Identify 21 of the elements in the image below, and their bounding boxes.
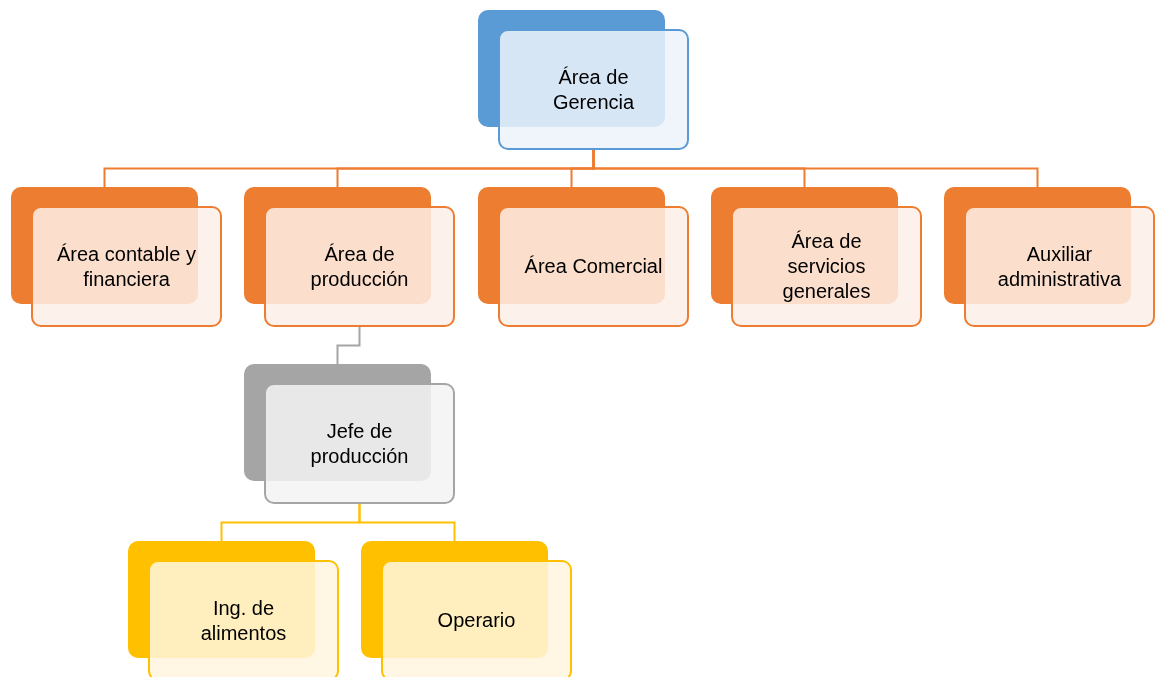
connector-line [336, 326, 361, 365]
org-chart-box [128, 541, 339, 677]
box-label: Área de producción [309, 241, 410, 292]
box-label: Área de servicios generales [781, 229, 872, 304]
box-label: Jefe de producción [309, 418, 410, 469]
box-label: Área de Gerencia [551, 64, 636, 115]
org-chart-box [361, 541, 572, 677]
connector-line [592, 149, 1039, 188]
box-label: Área contable y financiera [56, 241, 197, 292]
org-chart-box [244, 364, 455, 504]
org-chart-box [944, 187, 1155, 327]
org-chart-box [478, 10, 689, 150]
org-chart-box [711, 187, 922, 327]
connector-line [358, 503, 456, 542]
box-label: Auxiliar administrativa [996, 241, 1123, 292]
org-chart-box [11, 187, 222, 327]
box-label: Operario [437, 608, 516, 633]
box-label: Área Comercial [524, 254, 663, 279]
box-label: Ing. de alimentos [199, 595, 288, 646]
org-chart-box [244, 187, 455, 327]
org-chart-box [478, 187, 689, 327]
